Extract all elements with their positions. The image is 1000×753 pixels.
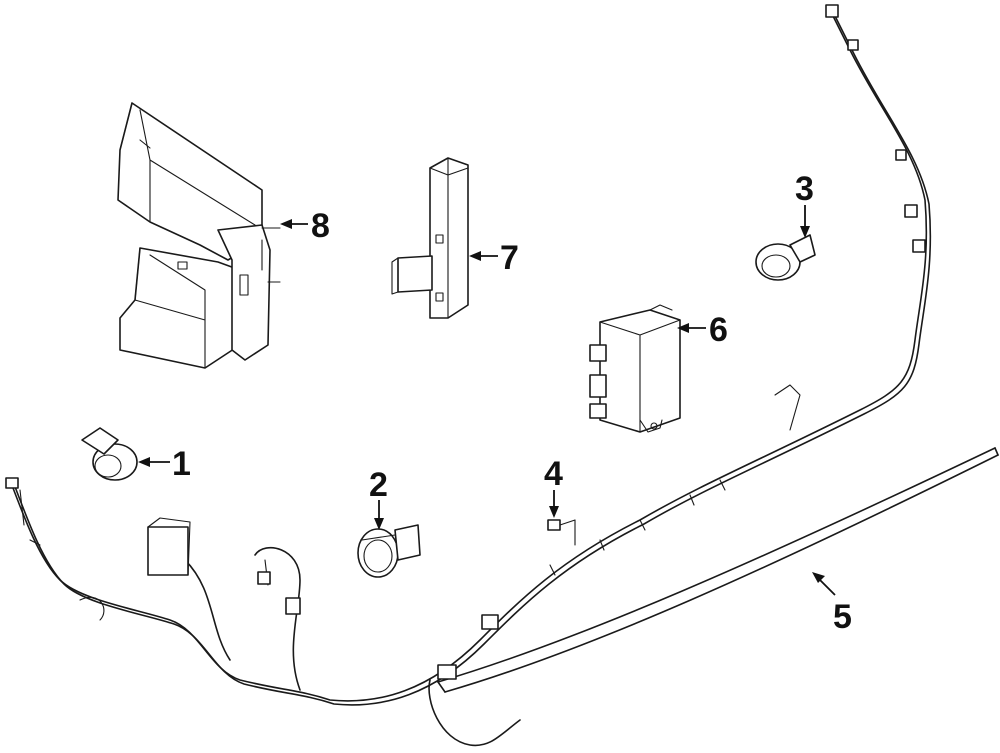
callout-5-leader [819, 579, 836, 596]
callout-7-arrow-icon [469, 251, 481, 261]
callout-7-label: 7 [500, 239, 519, 277]
callout-5-arrow-icon [812, 572, 825, 583]
part-8-bracket [117, 102, 281, 369]
part-5-strip [437, 447, 999, 693]
callout-8-arrow-icon [280, 219, 292, 229]
callout-6-label: 6 [709, 311, 728, 349]
callout-2-arrow-icon [374, 518, 384, 530]
part-6-control-unit [589, 304, 681, 433]
part-7-module [391, 157, 469, 319]
callout-8-label: 8 [311, 207, 330, 245]
part-3-sensor [755, 234, 816, 281]
callout-1-label: 1 [172, 445, 191, 483]
callout-6-arrow-icon [677, 323, 689, 333]
callout-3-arrow-icon [800, 226, 810, 238]
callout-5-label: 5 [833, 598, 852, 636]
callout-4-arrow-icon [549, 506, 559, 518]
part-2-sensor [357, 524, 421, 578]
callout-4-label: 4 [544, 455, 563, 493]
callout-leaders [138, 205, 836, 596]
callout-labels: 1 2 3 4 5 6 7 8 [172, 170, 852, 636]
callout-2-label: 2 [369, 466, 388, 504]
callout-3-label: 3 [795, 170, 814, 208]
callout-1-arrow-icon [138, 457, 150, 467]
part-4-connector [547, 519, 576, 546]
part-1-sensor [81, 427, 138, 481]
wiring-harness [5, 4, 932, 747]
